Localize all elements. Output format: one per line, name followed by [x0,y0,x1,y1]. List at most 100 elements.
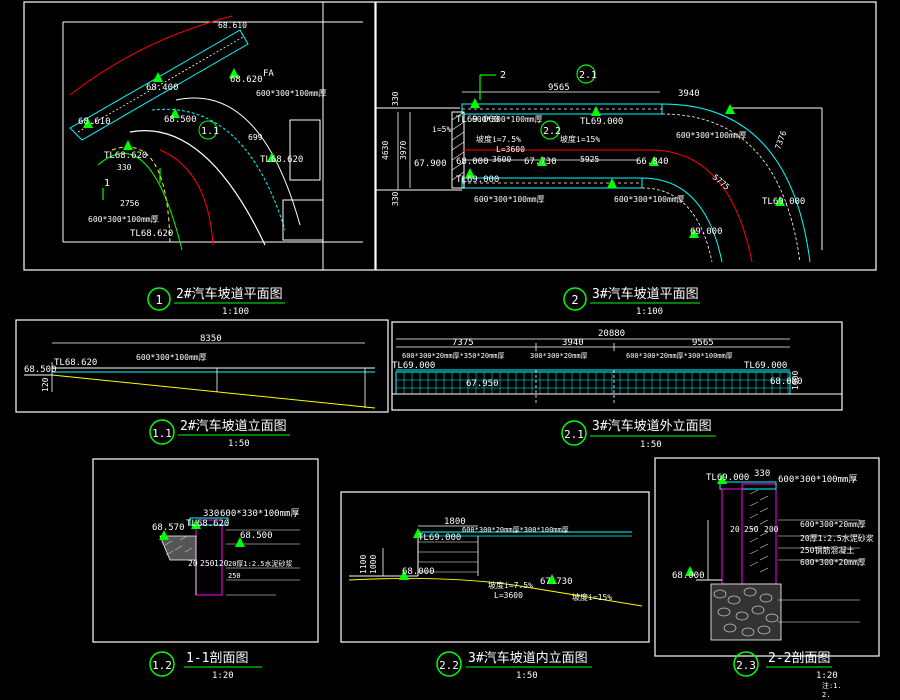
elev-3-elev-2: 68.000 [770,377,803,387]
plan-3-dim-330-a: 330 [391,91,400,106]
section-22-dim-200: 200 [764,525,779,534]
plan-3-curve-inner-hatch [641,187,713,263]
plan-2-building-block-2 [282,199,324,241]
plan-3-detail-circle-2 [540,120,560,140]
plan-3-slope-3: 坡度i=15% [560,134,600,144]
elev-3-inner-elev-1: 68.000 [402,567,435,577]
plan-2-tl-3: TL68.620 [130,229,173,239]
plan-2-drawing: 1.1 68.610 FA 68.400 68.620 68.500 68.61… [23,1,376,271]
section-22-material-2: 600*300*20mm厚 [800,520,866,529]
plan-3-elev-2: 68.000 [456,157,489,167]
plan-3-marker-2 [591,106,601,116]
elev-3-inner-marker-3 [399,570,409,580]
elev-3-tl-2: TL69.000 [744,361,787,371]
plan-3-dim-3940: 3940 [678,89,700,99]
section-11-wall [195,519,223,596]
plan-2-red-arc-inner [159,149,214,246]
plan-2-elev-marker-2 [170,108,180,118]
section-11-marker-1 [159,530,169,540]
elev-3-inner-number: 2.2 [439,659,459,672]
elev-3-wall-hatch-h [396,379,790,389]
section-22-stone [735,611,749,621]
section-22-coping [719,481,777,490]
elev-3-wall-body [395,371,791,395]
section-22-stones [713,587,779,637]
plan-3-elev-1: 67.900 [414,159,447,169]
plan-3-left-end-hatch [451,111,465,181]
section-22-stone [765,613,779,623]
section-22-number-circle [733,651,759,677]
section-22-stone [757,625,771,635]
plan-3-title-block: 2 3#汽车坡道平面图 1:100 [563,286,700,317]
plan-3-elev-69: 69.000 [690,227,723,237]
plan-3-section-label: 2 [500,70,506,81]
elev-3-inner-dim-1000: 1000 [369,555,378,574]
section-22-title: 2-2剖面图 [768,651,830,666]
elev-3-dim-total: 20880 [598,329,625,339]
plan-2-dim-699: 699 [248,133,263,142]
section-22-elev: 68.000 [672,571,705,581]
plan-3-dim-9565: 9565 [548,83,570,93]
plan-3-tl-4: TL69.000 [762,197,805,207]
plan-3-mat-1: 600*300*100mm厚 [472,115,543,124]
elev-3-dim-3940: 3940 [562,338,584,348]
plan-3-tl-1: TL69.000 [456,115,499,125]
plan-2-ramp-edge-3 [175,97,301,226]
section-11-concrete-hatch [164,535,193,556]
elev-3-inner-title: 3#汽车坡道内立面图 [468,650,588,666]
section-22-title-block: 2.3 2-2剖面图 1:20 注:1. 2. [733,651,842,699]
elev-3-inner-length: L=3600 [494,591,523,600]
section-22-note-1: 注:1. [822,681,842,690]
plan-2-section-no: 1 [104,178,110,189]
section-22-drawing: TL69.000 330 600*300*100mm厚 600*300*20mm… [654,457,880,657]
elev-3-inner-slope [348,577,643,607]
plan-2-dim-330: 330 [117,163,132,172]
plan-2-dim-2756: 2756 [120,199,139,208]
plan-2-frame [23,1,376,271]
plan-2-elev-1: 68.400 [146,83,179,93]
plan-3-marker-3 [725,104,735,114]
plan-3-tl-2: TL69.000 [580,117,623,127]
plan-3-length: L=3600 [496,145,525,154]
section-22-wall [741,483,777,585]
plan-3-frame [375,1,877,271]
section-22-tl: TL69.000 [706,473,749,483]
section-11-tl: TL68.620 [186,519,229,529]
section-22-stone [723,623,737,633]
plan-3-slope-2: 坡度i=7.5% [476,134,521,144]
plan-3-drawing: 2 2.1 2.2 9565 3940 4630 3970 330 330 TL… [375,1,877,271]
section-22-frame [654,457,880,657]
section-22-wall-hatch [749,489,769,573]
section-22-material-1: 600*300*100mm厚 [778,474,857,485]
elev-3-title: 3#汽车坡道外立面图 [592,418,712,434]
section-11-title-block: 1.2 1-1剖面图 1:20 [149,651,262,681]
section-22-foundation [710,583,782,641]
elev-3-inner-dim-1800: 1800 [444,517,466,527]
section-11-dim-330: 330 [203,509,219,519]
plan-3-mat-3: 600*300*100mm厚 [474,195,545,204]
plan-3-title: 3#汽车坡道平面图 [592,286,699,302]
section-22-stone [741,627,755,637]
elev-3-inner-drawing: 1800 TL69.000 600*300*20mm厚*300*100mm厚 6… [340,491,650,643]
elev-3-dim-1000: 1000 [791,371,800,390]
plan-2-title-block: 1 2#汽车坡道平面图 1:100 [147,286,285,317]
plan-3-mat-2: 600*300*100mm厚 [676,131,747,140]
section-22-number: 2.3 [736,659,756,672]
plan-3-marker-4 [465,168,475,178]
plan-2-elev-marker-6 [83,118,93,128]
elev-3-number: 2.1 [564,428,584,441]
plan-3-marker-8 [689,228,699,238]
section-11-marker-2 [191,519,201,529]
section-11-scale: 1:20 [212,671,234,681]
elev-2-slope-line [51,374,376,409]
elev-3-number-circle [561,420,587,446]
section-11-drawing: 330 600*330*100mm厚 TL68.620 68.570 68.50… [92,458,319,643]
plan-2-material-top: 600*300*100mm厚 [256,89,327,98]
section-22-layer-1: 20厚1:2.5水泥砂浆 [800,533,874,543]
plan-2-scale: 1:100 [222,307,249,317]
elev-2-number-circle [149,419,175,445]
elev-3-tl-1: TL69.000 [392,361,435,371]
elev-3-inner-title-block: 2.2 3#汽车坡道内立面图 1:50 [436,650,592,681]
plan-2-building-block [289,119,321,181]
elev-3-inner-frame [340,491,650,643]
